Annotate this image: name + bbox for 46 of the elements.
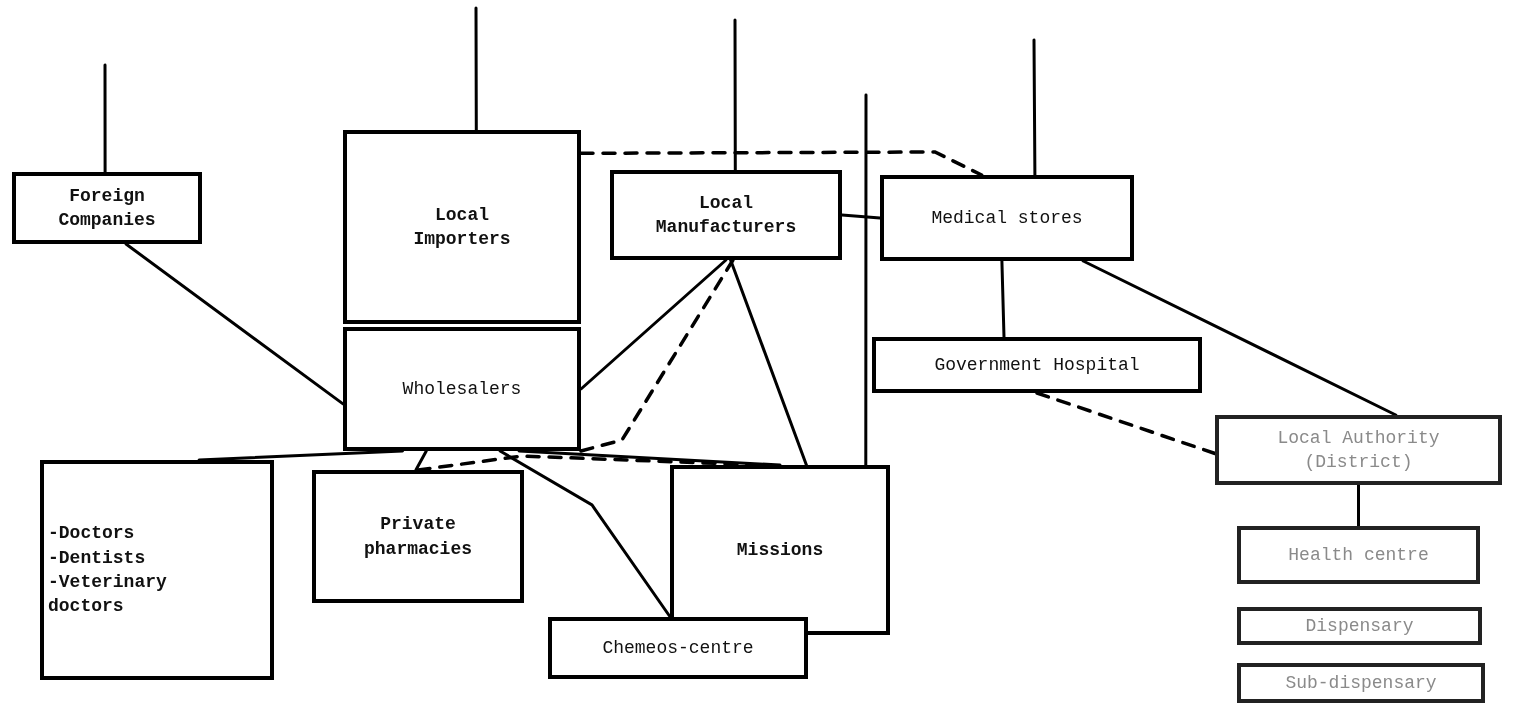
box-label: Foreign Companies [57,184,157,232]
connector-line [1081,259,1398,417]
connector-line [1032,38,1037,177]
process-box [343,327,581,451]
process-box [872,337,1202,393]
connector-line [103,63,107,174]
box-label: Health centre [1288,543,1429,567]
box-label: Medical stores [931,206,1083,230]
connector-line [1357,483,1360,528]
connector-line [1035,391,1217,456]
process-box [610,170,842,260]
process-box [312,470,524,603]
process-box [40,460,274,680]
box-label: Private pharmacies [364,513,472,561]
connector-line [733,18,737,172]
process-box [1215,415,1502,485]
process-box [670,465,890,635]
process-box [1237,526,1480,584]
box-label: -Veterinary doctors [48,571,168,619]
box-label: Government Hospital [934,353,1140,377]
box-label: Local Manufacturers [654,191,798,239]
box-label: Wholesalers [402,377,522,401]
connector-line [729,258,808,467]
connector-line [197,449,404,462]
box-label: -Dentists [48,546,146,570]
box-label: Dispensary [1305,614,1414,638]
box-label: -Doctors [48,522,135,546]
process-box [548,617,808,679]
box-label: Local Importers [412,203,512,251]
connector-line [579,258,735,453]
connector-line [517,449,782,467]
box-label: Chemeos-centre [602,636,754,660]
box-label: Sub-dispensary [1285,671,1437,695]
connector-line [864,93,868,467]
connector-line [498,449,672,619]
process-box [343,130,581,324]
connector-line [414,449,428,472]
connector-line [124,242,345,406]
box-label: Missions [736,538,824,562]
process-box [1237,663,1485,703]
process-box [880,175,1134,261]
process-box [1237,607,1482,645]
connector-line [1000,259,1006,339]
process-box [12,172,202,244]
connector-line [474,6,478,132]
box-label: Local Authority (District) [1276,426,1441,474]
